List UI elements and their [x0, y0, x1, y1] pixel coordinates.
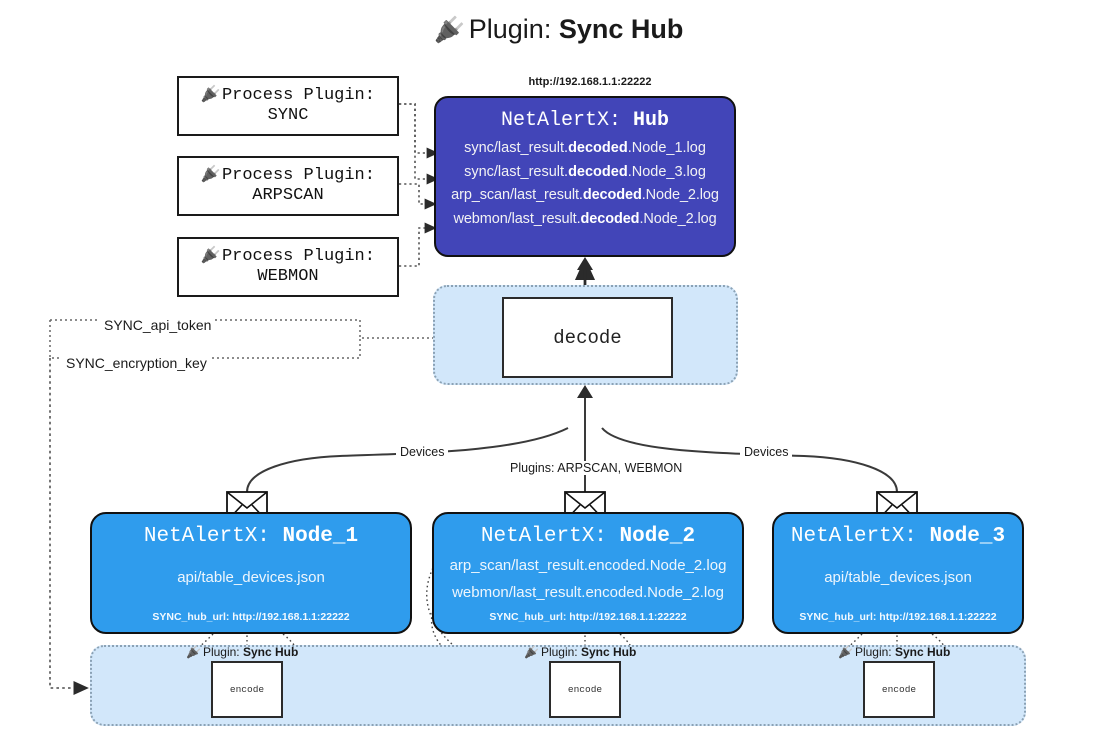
- encode-1-caption: 🔌Plugin: Sync Hub: [186, 645, 298, 659]
- node-2[interactable]: NetAlertX: Node_2 arp_scan/last_result.e…: [432, 512, 744, 634]
- node-2-hub-url: SYNC_hub_url: http://192.168.1.1:22222: [489, 611, 687, 623]
- process-plugin-sync[interactable]: 🔌Process Plugin: SYNC: [177, 76, 399, 136]
- plug-icon: 🔌: [186, 645, 201, 659]
- edge-node3-to-decode: [601, 427, 898, 493]
- decode-box[interactable]: decode: [502, 297, 673, 378]
- encode-1-caption-light: Plugin:: [202, 645, 243, 659]
- arrowhead-merge-decode: [577, 385, 593, 398]
- edge-sync-to-log1: [399, 103, 439, 159]
- hub-log-row: sync/last_result.decoded.Node_3.log: [436, 163, 734, 180]
- node-2-title: NetAlertX: Node_2: [434, 525, 742, 548]
- sync-encryption-key-label: SYNC_encryption_key: [62, 355, 211, 371]
- edge-arpscan-to-log3: [399, 183, 437, 210]
- hub-log-3-bold: decoded: [582, 187, 642, 203]
- hub-log-2-post: .Node_3.log: [627, 163, 706, 180]
- process-plugin-webmon[interactable]: 🔌Process Plugin: WEBMON: [177, 237, 399, 297]
- plug-icon: 🔌: [201, 86, 221, 104]
- node-2-title-bold: Node_2: [619, 525, 696, 548]
- hub-title-bold: Hub: [633, 109, 670, 132]
- hub-log-row: arp_scan/last_result.decoded.Node_2.log: [436, 188, 734, 203]
- encode-2-caption: 🔌Plugin: Sync Hub: [524, 645, 636, 659]
- encode-3-caption-light: Plugin:: [854, 645, 895, 659]
- hub-log-row: sync/last_result.decoded.Node_1.log: [436, 141, 734, 156]
- node-2-resource: webmon/last_result.encoded.Node_2.log: [452, 584, 724, 601]
- process-plugin-arpscan[interactable]: 🔌Process Plugin: ARPSCAN: [177, 156, 399, 216]
- encode-2-box[interactable]: encode: [549, 661, 621, 718]
- hub-log-4-post: .Node_2.log: [639, 210, 717, 227]
- hub-log-4-pre: webmon/last_result.: [453, 210, 581, 227]
- node-2-title-light: NetAlertX:: [480, 525, 620, 548]
- plug-icon: 🔌: [201, 166, 221, 184]
- node-3-title: NetAlertX: Node_3: [774, 525, 1022, 548]
- encode-2-caption-bold: Sync Hub: [580, 645, 637, 659]
- arrowhead-decode-hub: [577, 257, 593, 270]
- edge-keys-to-encoders: [49, 358, 89, 696]
- node-3-title-bold: Node_3: [929, 525, 1006, 548]
- hub-log-1-bold: decoded: [568, 140, 628, 156]
- process-plugin-arpscan-name: ARPSCAN: [252, 186, 324, 205]
- hub-url-label: http://192.168.1.1:22222: [528, 76, 652, 88]
- process-plugin-sync-name: SYNC: [267, 106, 309, 125]
- process-plugin-webmon-label: Process Plugin:: [221, 247, 375, 267]
- page-title-light: Plugin:: [468, 14, 559, 44]
- hub-log-3-post: .Node_2.log: [641, 187, 719, 203]
- node-3-title-light: NetAlertX:: [790, 525, 930, 548]
- node-2-resource: arp_scan/last_result.encoded.Node_2.log: [449, 557, 727, 574]
- encode-1-box[interactable]: encode: [211, 661, 283, 718]
- sync-api-token-label: SYNC_api_token: [100, 317, 216, 333]
- encode-3-caption-bold: Sync Hub: [894, 645, 951, 659]
- plug-icon: 🔌: [838, 645, 853, 659]
- encode-1-caption-bold: Sync Hub: [242, 645, 299, 659]
- hub-log-4-bold: decoded: [580, 210, 640, 227]
- node-1-resource: api/table_devices.json: [177, 569, 325, 586]
- encode-3-caption: 🔌Plugin: Sync Hub: [838, 645, 950, 659]
- plug-icon: 🔌: [524, 645, 539, 659]
- edge-label-devices-right: Devices: [740, 445, 793, 459]
- edge-node1-to-decode: [246, 427, 569, 493]
- hub-log-2-bold: decoded: [568, 163, 628, 180]
- process-plugin-arpscan-label: Process Plugin:: [221, 166, 375, 186]
- hub-log-1-pre: sync/last_result.: [464, 140, 569, 156]
- page-title: 🔌Plugin: Sync Hub: [0, 14, 1117, 45]
- hub-log-row: webmon/last_result.decoded.Node_2.log: [436, 210, 734, 227]
- hub-log-1-post: .Node_1.log: [627, 140, 706, 156]
- process-plugin-sync-label: Process Plugin:: [221, 86, 375, 106]
- process-plugin-webmon-name: WEBMON: [257, 267, 319, 286]
- node-1[interactable]: NetAlertX: Node_1 api/table_devices.json…: [90, 512, 412, 634]
- plug-icon: 🔌: [433, 16, 465, 44]
- encode-3-box[interactable]: encode: [863, 661, 935, 718]
- edge-sync-to-log2: [399, 103, 439, 185]
- edge-webmon-to-log4: [399, 222, 437, 267]
- node-1-hub-url: SYNC_hub_url: http://192.168.1.1:22222: [152, 611, 350, 623]
- edge-label-devices-left: Devices: [396, 445, 449, 459]
- node-3-resource: api/table_devices.json: [824, 569, 972, 586]
- hub-log-2-pre: sync/last_result.: [464, 163, 569, 180]
- hub-node[interactable]: NetAlertX: Hub sync/last_result.decoded.…: [434, 96, 736, 257]
- hub-title-light: NetAlertX:: [500, 109, 633, 132]
- plug-icon: 🔌: [201, 247, 221, 265]
- node-3-hub-url: SYNC_hub_url: http://192.168.1.1:22222: [799, 611, 997, 623]
- node-1-title-light: NetAlertX:: [143, 525, 283, 548]
- node-3[interactable]: NetAlertX: Node_3 api/table_devices.json…: [772, 512, 1024, 634]
- node-1-title: NetAlertX: Node_1: [92, 525, 410, 548]
- node-1-title-bold: Node_1: [282, 525, 359, 548]
- edge-label-plugins: Plugins: ARPSCAN, WEBMON: [506, 461, 687, 475]
- hub-log-3-pre: arp_scan/last_result.: [451, 187, 583, 203]
- page-title-bold: Sync Hub: [558, 14, 684, 44]
- encode-2-caption-light: Plugin:: [540, 645, 581, 659]
- hub-title: NetAlertX: Hub: [436, 109, 734, 132]
